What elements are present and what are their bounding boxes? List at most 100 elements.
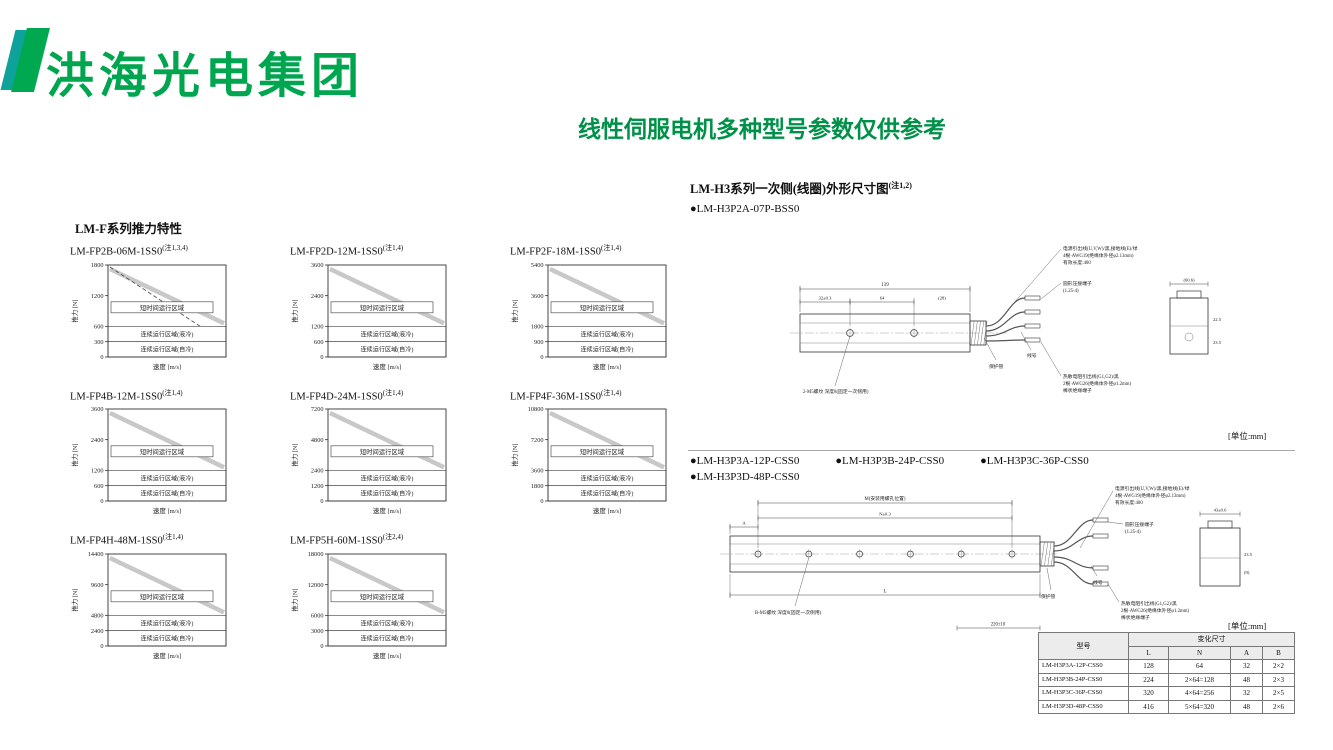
table-subheader-B: B — [1262, 645, 1295, 660]
svg-text:2-M5螺纹 深度8(固定一次侧用): 2-M5螺纹 深度8(固定一次侧用) — [803, 388, 869, 395]
thrust-section-heading: LM-F系列推力特性 — [75, 222, 182, 236]
table-cell-A: 32 — [1230, 659, 1263, 674]
svg-text:L: L — [883, 590, 886, 595]
svg-text:推力 [N]: 推力 [N] — [70, 444, 79, 467]
svg-text:推力 [N]: 推力 [N] — [290, 588, 299, 611]
table-cell-B: 2×2 — [1262, 659, 1295, 674]
svg-text:(60.6): (60.6) — [1183, 278, 1195, 283]
dimension-section-heading: LM-H3系列一次侧(线圈)外形尺寸图(注1,2) — [690, 178, 912, 197]
svg-text:2根·AWG26(绝缘体外径φ1.2mm): 2根·AWG26(绝缘体外径φ1.2mm) — [1063, 380, 1131, 387]
svg-text:(9): (9) — [1244, 570, 1250, 575]
thrust-chart-LM-FP2B-06M-1SS0: LM-FP2B-06M-1SS0(注1,3,4)短时间运行区域连续运行区域(液冷… — [70, 243, 270, 380]
svg-text:有效长度:400: 有效长度:400 — [1115, 499, 1143, 506]
svg-text:5400: 5400 — [531, 262, 544, 269]
svg-text:220±10: 220±10 — [991, 623, 1006, 628]
svg-text:7200: 7200 — [311, 406, 324, 413]
svg-text:热敏电阻引出线(G1,G2)/黑: 热敏电阻引出线(G1,G2)/黑 — [1121, 600, 1177, 607]
thrust-chart-plot: 短时间运行区域连续运行区域(液冷)连续运行区域(自冷)3600240012006… — [290, 262, 447, 371]
thrust-chart-LM-FP4H-48M-1SS0: LM-FP4H-48M-1SS0(注1,4)短时间运行区域连续运行区域(液冷)连… — [70, 532, 270, 669]
drawing2-model-labels: ●LM-H3P3A-12P-CSS0●LM-H3P3B-24P-CSS0●LM-… — [690, 455, 1190, 483]
svg-text:连续运行区域(自冷): 连续运行区域(自冷) — [361, 490, 414, 498]
svg-text:600: 600 — [314, 338, 323, 345]
thrust-chart-plot: 短时间运行区域连续运行区域(液冷)连续运行区域(自冷)1800120060030… — [70, 262, 227, 371]
svg-text:电源引出线(U,V,W)/黑,接地线(E)/绿: 电源引出线(U,V,W)/黑,接地线(E)/绿 — [1115, 485, 1190, 492]
svg-text:2400: 2400 — [91, 627, 104, 634]
table-cell-model: LM-H3P3C-36P-CSS0 — [1038, 686, 1129, 701]
svg-text:连续运行区域(自冷): 连续运行区域(自冷) — [581, 490, 634, 498]
svg-text:连续运行区域(自冷): 连续运行区域(自冷) — [581, 345, 634, 353]
table-cell-B: 2×3 — [1262, 672, 1295, 687]
svg-text:连续运行区域(自冷): 连续运行区域(自冷) — [141, 634, 194, 642]
svg-text:0: 0 — [100, 643, 103, 650]
chart-title: LM-FP4F-36M-1SS0(注1,4) — [510, 388, 622, 403]
svg-text:电源引出线(U,V,W)/黑,接地线(E)/绿: 电源引出线(U,V,W)/黑,接地线(E)/绿 — [1063, 245, 1138, 252]
svg-text:3600: 3600 — [91, 406, 104, 413]
svg-text:0: 0 — [540, 498, 543, 505]
svg-text:短时间运行区域: 短时间运行区域 — [360, 447, 405, 456]
svg-text:短时间运行区域: 短时间运行区域 — [140, 302, 185, 311]
svg-text:0: 0 — [320, 643, 323, 650]
svg-text:速度 [m/s]: 速度 [m/s] — [373, 651, 401, 660]
svg-text:14400: 14400 — [88, 551, 104, 558]
svg-text:连续运行区域(自冷): 连续运行区域(自冷) — [361, 345, 414, 353]
svg-text:1800: 1800 — [531, 483, 544, 490]
thrust-chart-plot: 短时间运行区域连续运行区域(液冷)连续运行区域(自冷)1080072003600… — [510, 406, 667, 515]
svg-text:9600: 9600 — [91, 581, 104, 588]
section-divider — [688, 450, 1295, 451]
drawing2-model-label: ●LM-H3P3A-12P-CSS0 — [690, 455, 800, 467]
chart-title: LM-FP2D-12M-1SS0(注1,4) — [290, 244, 404, 258]
thrust-charts-grid: LM-FP2B-06M-1SS0(注1,3,4)短时间运行区域连续运行区域(液冷… — [70, 243, 730, 669]
svg-text:速度 [m/s]: 速度 [m/s] — [153, 506, 181, 515]
svg-text:0: 0 — [100, 498, 103, 505]
table-cell-model: LM-H3P3D-48P-CSS0 — [1038, 699, 1129, 714]
svg-text:连续运行区域(液冷): 连续运行区域(液冷) — [361, 474, 414, 482]
svg-text:600: 600 — [94, 483, 103, 490]
svg-text:短时间运行区域: 短时间运行区域 — [360, 302, 405, 311]
svg-text:3000: 3000 — [311, 627, 324, 634]
svg-text:0: 0 — [540, 354, 543, 361]
svg-text:B-M5螺纹 深度8(固定一次侧用): B-M5螺纹 深度8(固定一次侧用) — [755, 609, 822, 616]
page-subtitle: 线性伺服电机多种型号参数仅供参考 — [578, 116, 946, 142]
table-cell-L: 416 — [1128, 699, 1169, 714]
chart-title: LM-FP4H-48M-1SS0(注1,4) — [70, 533, 184, 547]
svg-text:12000: 12000 — [308, 581, 324, 588]
chart-title: LM-FP2F-18M-1SS0(注1,4) — [510, 244, 622, 258]
thrust-chart-LM-FP4F-36M-1SS0: LM-FP4F-36M-1SS0(注1,4)短时间运行区域连续运行区域(液冷)连… — [510, 388, 710, 525]
svg-text:保护管: 保护管 — [1041, 593, 1056, 600]
svg-text:M(安装用螺孔位置): M(安装用螺孔位置) — [864, 495, 905, 502]
svg-text:0: 0 — [100, 354, 103, 361]
thrust-chart-LM-FP5H-60M-1SS0: LM-FP5H-60M-1SS0(注2,4)短时间运行区域连续运行区域(液冷)连… — [290, 532, 490, 669]
table-cell-L: 224 — [1128, 672, 1169, 687]
table-subheader-A: A — [1230, 645, 1263, 660]
svg-text:连续运行区域(自冷): 连续运行区域(自冷) — [361, 634, 414, 642]
table-cell-A: 48 — [1230, 672, 1263, 687]
unit-label-1: [单位:mm] — [1228, 431, 1267, 441]
table-header-dims: 变化尺寸 — [1128, 632, 1295, 647]
chart-title: LM-FP4D-24M-1SS0(注1,4) — [290, 388, 404, 403]
svg-text:短时间运行区域: 短时间运行区域 — [360, 591, 405, 600]
thrust-chart-LM-FP2F-18M-1SS0: LM-FP2F-18M-1SS0(注1,4)短时间运行区域连续运行区域(液冷)连… — [510, 243, 710, 380]
company-logo-icon — [0, 28, 50, 92]
drawing2-model-label: ●LM-H3P3B-24P-CSS0 — [835, 455, 945, 467]
svg-text:0: 0 — [320, 354, 323, 361]
svg-text:1200: 1200 — [91, 468, 104, 475]
svg-text:推力 [N]: 推力 [N] — [70, 299, 79, 322]
thrust-chart-LM-FP4D-24M-1SS0: LM-FP4D-24M-1SS0(注1,4) 短时间运行区域连续运行区域(液冷) 连… — [290, 388, 490, 525]
thrust-chart-plot: 短时间运行区域连续运行区域(液冷)连续运行区域(自冷)1800012000600… — [290, 551, 447, 660]
svg-text:速度 [m/s]: 速度 [m/s] — [153, 651, 181, 660]
svg-text:7200: 7200 — [531, 437, 544, 444]
svg-text:速度 [m/s]: 速度 [m/s] — [153, 362, 181, 371]
svg-text:短时间运行区域: 短时间运行区域 — [140, 591, 185, 600]
svg-text:推力 [N]: 推力 [N] — [510, 444, 519, 467]
table-header-model: 型号 — [1038, 632, 1129, 660]
svg-text:3600: 3600 — [311, 262, 324, 269]
thrust-chart-plot: 短时间运行区域连续运行区域(液冷)连续运行区域(自冷)3600240012006… — [70, 406, 227, 515]
svg-text:3600: 3600 — [531, 468, 544, 475]
table-cell-model: LM-H3P3A-12P-CSS0 — [1038, 659, 1129, 674]
